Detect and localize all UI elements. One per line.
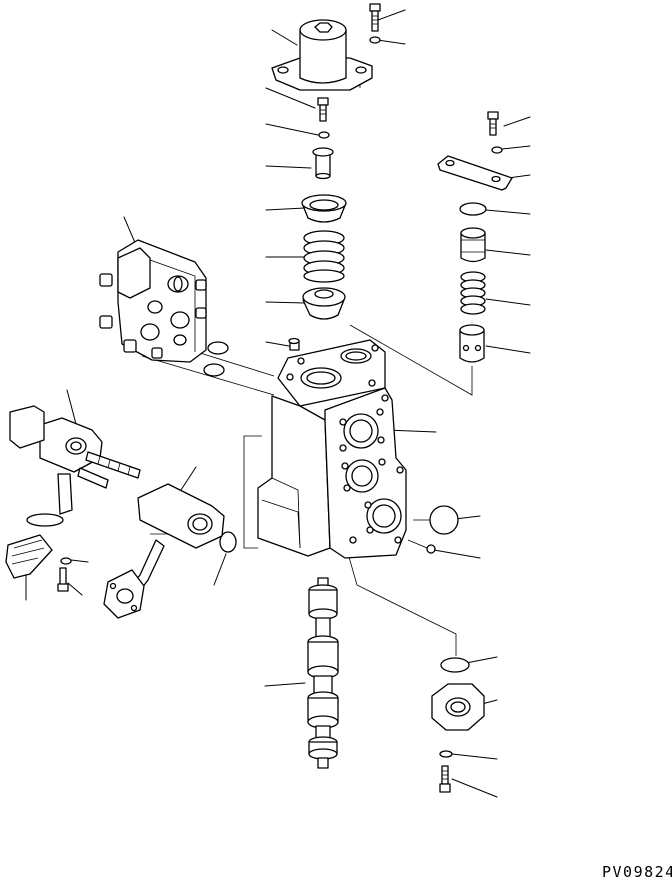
left-block-port-lower-2 <box>170 311 190 329</box>
center-stack <box>288 97 347 351</box>
washer-lower-right <box>439 750 453 758</box>
top-port-right-inner <box>345 351 367 361</box>
flange-hole-right <box>355 66 367 74</box>
spool <box>307 577 339 769</box>
left-block-cap <box>117 247 151 299</box>
cylinder-right <box>459 324 485 363</box>
leader-lines <box>25 9 531 798</box>
oring-lower-right <box>440 657 470 673</box>
oring-right <box>459 202 487 216</box>
left-block-port-lower-3 <box>140 323 160 341</box>
orings-body <box>203 341 459 554</box>
oring-left-upper <box>207 341 229 355</box>
top-port-large-inner <box>306 371 336 385</box>
solenoid-plug <box>5 534 53 579</box>
top-cap-assembly <box>271 3 381 91</box>
left-block-nuts <box>99 273 207 359</box>
bolt-lower-right <box>439 765 451 793</box>
plate-right <box>437 155 513 191</box>
cap-hex-socket <box>314 22 333 33</box>
oring-side-large <box>429 505 459 535</box>
washer-top <box>369 36 381 44</box>
washer-right <box>491 146 503 154</box>
solenoid-washer <box>26 513 64 527</box>
piston-right <box>460 227 486 263</box>
solenoid-studs <box>77 451 141 489</box>
right-upper-stack <box>437 111 513 363</box>
bolt-right <box>487 111 499 136</box>
left-block-port-lower-1 <box>147 300 163 314</box>
lower-right-stack <box>431 657 485 793</box>
left-valve-block <box>99 239 207 363</box>
solenoid-bolt <box>57 567 69 592</box>
flange-hole-left <box>277 66 289 74</box>
plug-small <box>288 337 300 351</box>
solenoid-stem <box>57 473 73 515</box>
bolt-top <box>369 3 381 32</box>
solenoid-small-washer <box>60 557 72 565</box>
spring-center <box>303 230 345 283</box>
oring-front-left <box>219 531 237 553</box>
spring-seat-upper <box>301 194 347 223</box>
pipe-housing <box>137 483 225 549</box>
spring-seat-lower <box>302 287 346 320</box>
oring-side-small <box>426 544 436 554</box>
valve-body <box>257 339 407 559</box>
drawing-code: PV09824 <box>602 863 672 881</box>
spool-end <box>317 757 329 769</box>
spring-right <box>460 271 486 315</box>
oring-left-lower <box>203 363 225 377</box>
washer-center <box>318 131 330 139</box>
sleeve-center <box>312 147 334 180</box>
valve-body-front <box>257 395 331 557</box>
pipe-assembly <box>103 483 225 619</box>
solenoid-coil <box>9 405 45 449</box>
cap-body <box>299 29 347 84</box>
solenoid-assembly <box>5 405 141 592</box>
bolt-center <box>317 97 329 122</box>
